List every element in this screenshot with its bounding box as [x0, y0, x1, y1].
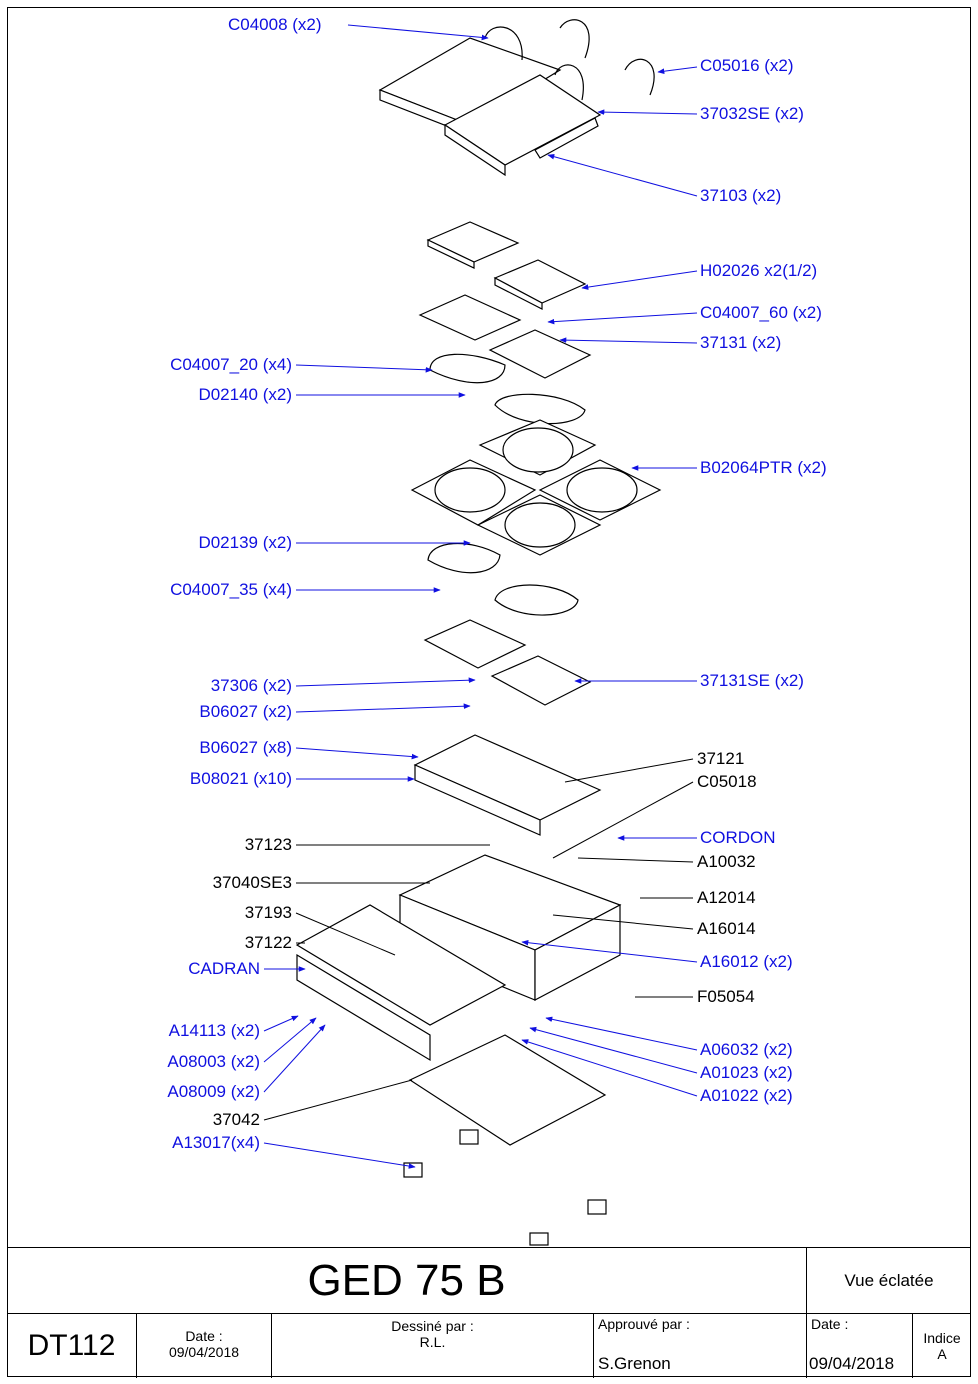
- approved-by-value: S.Grenon: [598, 1354, 671, 1373]
- view-label: Vue éclatée: [844, 1270, 934, 1290]
- drawn-by-cell: Dessiné par : R.L.: [271, 1313, 594, 1378]
- callout-a12014: A12014: [697, 888, 756, 907]
- top-lids: [378, 19, 655, 177]
- drawn-by-value: R.L.: [419, 1334, 446, 1350]
- callout-37122: 37122: [244, 933, 292, 952]
- waffle-plates: [410, 419, 662, 556]
- callout-b06027-x2: B06027 (x2): [199, 702, 292, 721]
- doc-ref-cell: DT112: [7, 1313, 137, 1378]
- callout-c05016: C05016 (x2): [700, 56, 794, 75]
- drawing-frame: [7, 7, 971, 1377]
- callout-c05018: C05018: [697, 772, 757, 791]
- callout-37103: 37103 (x2): [700, 186, 782, 205]
- model-title: GED 75 B: [307, 1255, 506, 1305]
- doc-ref: DT112: [27, 1329, 116, 1362]
- date-cell: Date : 09/04/2018: [136, 1313, 272, 1378]
- model-cell: GED 75 B: [7, 1248, 807, 1314]
- callout-37040se3: 37040SE3: [212, 873, 292, 892]
- callout-a06032: A06032 (x2): [700, 1040, 793, 1059]
- callout-a16012: A16012 (x2): [700, 952, 793, 971]
- approved-by-label: Approuvé par :: [598, 1316, 690, 1332]
- index-value: A: [937, 1346, 947, 1362]
- date-value: 09/04/2018: [168, 1344, 240, 1360]
- callout-cadran: CADRAN: [188, 959, 260, 978]
- callout-c04008: C04008 (x2): [228, 15, 322, 34]
- leader-lines: [263, 24, 698, 1169]
- callout-a13017: A13017(x4): [172, 1133, 260, 1152]
- date2-value: 09/04/2018: [809, 1354, 895, 1373]
- callout-f05054: F05054: [697, 987, 755, 1006]
- callout-a08009: A08009 (x2): [167, 1082, 260, 1101]
- callout-a01023: A01023 (x2): [700, 1063, 793, 1082]
- title-block: GED 75 B Vue éclatée DT112 Date : 09/04/…: [7, 1247, 971, 1378]
- lower-elements: [413, 543, 602, 836]
- callout-a08003: A08003 (x2): [167, 1052, 260, 1071]
- callout-a10032: A10032: [697, 852, 756, 871]
- date2-cell: Date : 09/04/2018: [806, 1313, 913, 1378]
- index-label: Indice: [923, 1330, 961, 1346]
- callout-c04007-60: C04007_60 (x2): [700, 303, 822, 322]
- callout-h02026: H02026 x2(1/2): [700, 261, 818, 280]
- callout-d02140: D02140 (x2): [198, 385, 292, 404]
- callout-a16014: A16014: [697, 919, 756, 938]
- callout-d02139: D02139 (x2): [198, 533, 292, 552]
- callout-37131se: 37131SE (x2): [700, 671, 804, 690]
- callout-37306: 37306 (x2): [210, 676, 292, 695]
- date2-label: Date :: [811, 1316, 849, 1332]
- base-assembly: [295, 854, 622, 1246]
- index-cell: Indice A: [912, 1313, 971, 1378]
- approved-by-cell: Approuvé par : S.Grenon: [593, 1313, 807, 1378]
- callout-c04007-20: C04007_20 (x4): [170, 355, 292, 374]
- callout-37121: 37121: [697, 749, 745, 768]
- callout-c04007-35: C04007_35 (x4): [170, 580, 292, 599]
- callout-cordon: CORDON: [700, 828, 776, 847]
- date-label: Date :: [185, 1328, 223, 1344]
- plates: [418, 221, 592, 425]
- callout-a14113: A14113 (x2): [168, 1021, 260, 1040]
- callout-37123: 37123: [244, 835, 292, 854]
- callout-37032se: 37032SE (x2): [700, 104, 804, 123]
- callout-b06027-x8: B06027 (x8): [199, 738, 292, 757]
- drawn-by-label: Dessiné par :: [391, 1318, 474, 1334]
- callout-37193: 37193: [244, 903, 292, 922]
- callout-b02064ptr: B02064PTR (x2): [700, 458, 827, 477]
- callout-37131: 37131 (x2): [700, 333, 782, 352]
- callout-b08021: B08021 (x10): [189, 769, 292, 788]
- callout-37042: 37042: [212, 1110, 260, 1129]
- view-cell: Vue éclatée: [806, 1248, 971, 1314]
- callout-a01022: A01022 (x2): [700, 1086, 793, 1105]
